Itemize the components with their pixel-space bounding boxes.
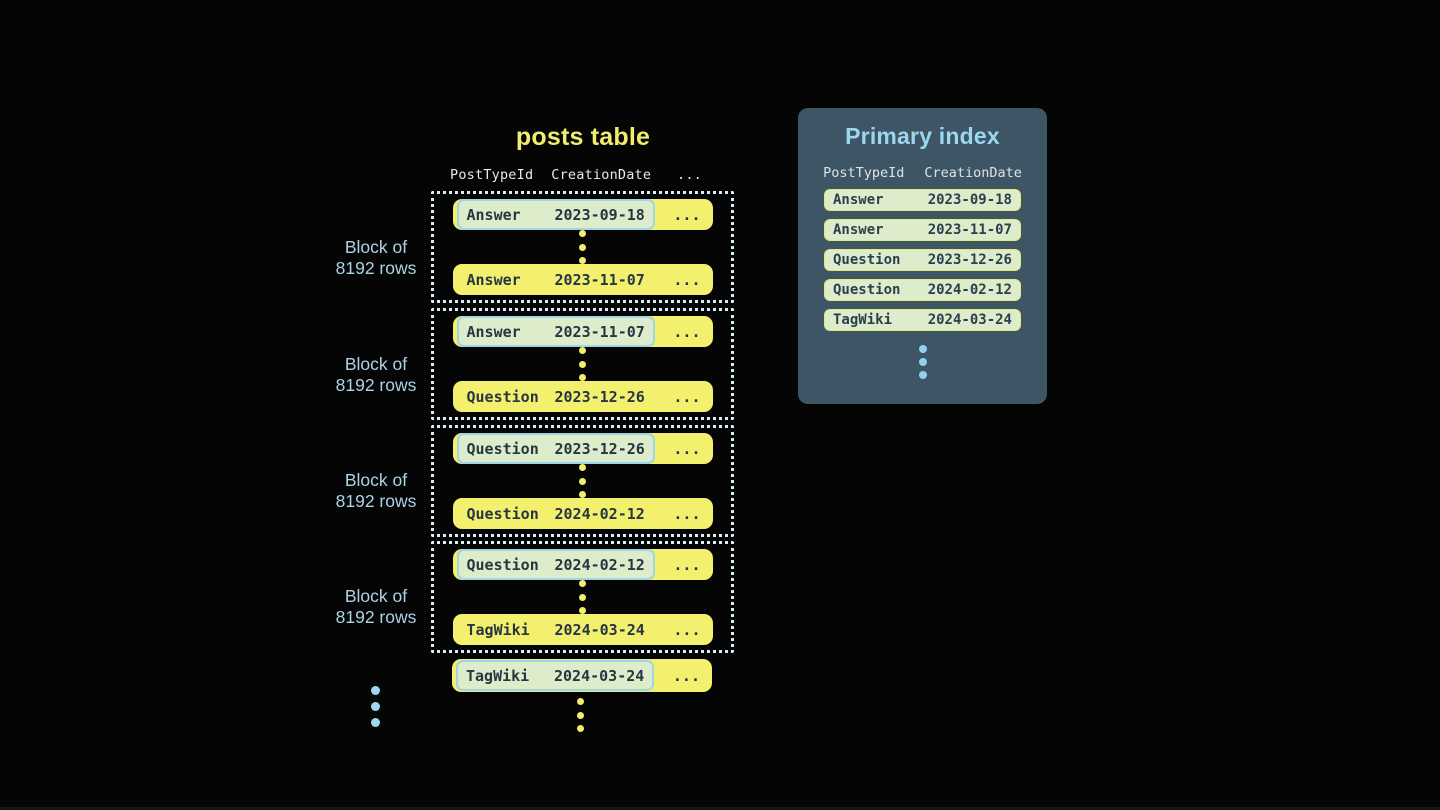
indexed-row-highlight: Answer 2023-09-18 bbox=[456, 199, 655, 230]
cell-creationdate: 2023-09-18 bbox=[927, 192, 1012, 208]
block-label-line1: Block of bbox=[344, 237, 408, 257]
table-row: Question 2023-12-26 ... bbox=[452, 433, 713, 464]
block-label-line2: 8192 rows bbox=[335, 375, 417, 395]
cell-creationdate: 2023-11-07 bbox=[554, 270, 645, 289]
index-entry: Question 2024-02-12 bbox=[824, 279, 1021, 301]
block-label-line2: 8192 rows bbox=[335, 491, 417, 511]
cell-creationdate: 2024-02-12 bbox=[927, 282, 1012, 298]
cell-ellipsis: ... bbox=[672, 666, 700, 685]
row-cells: Question 2023-12-26 bbox=[457, 381, 655, 412]
vertical-ellipsis-dots bbox=[577, 698, 584, 732]
posts-block-1: Answer 2023-09-18 ... Answer 2023-11-07 … bbox=[431, 191, 734, 303]
vertical-ellipsis-dots bbox=[579, 580, 586, 614]
block-label-line1: Block of bbox=[344, 354, 408, 374]
indexed-row-highlight: Question 2023-12-26 bbox=[456, 433, 655, 464]
index-entry: Answer 2023-11-07 bbox=[824, 219, 1021, 241]
table-row: Question 2024-02-12 ... bbox=[452, 498, 713, 529]
primary-index-panel: Primary index PostTypeId CreationDate An… bbox=[798, 108, 1047, 404]
column-header-ellipsis: ... bbox=[677, 167, 702, 183]
table-row: Answer 2023-09-18 ... bbox=[452, 199, 713, 230]
cell-creationdate: 2024-03-24 bbox=[927, 312, 1012, 328]
cell-ellipsis: ... bbox=[673, 620, 701, 639]
bottom-edge-strip bbox=[0, 807, 1440, 810]
cell-ellipsis: ... bbox=[673, 270, 701, 289]
table-row: Question 2024-02-12 ... bbox=[452, 549, 713, 580]
cell-posttypeid: TagWiki bbox=[833, 312, 893, 328]
cell-ellipsis: ... bbox=[673, 205, 701, 224]
cell-posttypeid: Answer bbox=[833, 192, 884, 208]
cell-ellipsis: ... bbox=[673, 504, 701, 523]
column-header-creationdate: CreationDate bbox=[924, 165, 1022, 181]
primary-index-column-headers: PostTypeId CreationDate bbox=[798, 165, 1047, 181]
vertical-ellipsis-dots bbox=[579, 347, 586, 381]
block-label-line2: 8192 rows bbox=[335, 607, 417, 627]
row-cells: Answer 2023-11-07 bbox=[457, 264, 655, 295]
posts-table-title: posts table bbox=[515, 123, 651, 151]
table-row-trailing: TagWiki 2024-03-24 ... bbox=[452, 659, 712, 692]
cell-ellipsis: ... bbox=[673, 322, 701, 341]
table-row: Question 2023-12-26 ... bbox=[452, 381, 713, 412]
vertical-ellipsis-dots bbox=[579, 230, 586, 264]
cell-creationdate: 2023-09-18 bbox=[554, 205, 645, 224]
block-label-line2: 8192 rows bbox=[335, 258, 417, 278]
vertical-ellipsis-dots-blocks bbox=[371, 686, 380, 727]
block-label-line1: Block of bbox=[344, 470, 408, 490]
cell-ellipsis: ... bbox=[673, 387, 701, 406]
block-label-line1: Block of bbox=[344, 586, 408, 606]
cell-creationdate: 2024-02-12 bbox=[554, 555, 645, 574]
table-row: TagWiki 2024-03-24 ... bbox=[452, 614, 713, 645]
cell-creationdate: 2024-03-24 bbox=[554, 666, 645, 685]
cell-posttypeid: TagWiki bbox=[466, 620, 530, 639]
indexed-row-highlight: TagWiki 2024-03-24 bbox=[456, 660, 655, 691]
column-header-posttypeid: PostTypeId bbox=[823, 165, 905, 181]
table-row: Answer 2023-11-07 ... bbox=[452, 264, 713, 295]
indexed-row-highlight: Answer 2023-11-07 bbox=[456, 316, 655, 347]
index-entry: TagWiki 2024-03-24 bbox=[824, 309, 1021, 331]
cell-creationdate: 2023-12-26 bbox=[927, 252, 1012, 268]
cell-posttypeid: TagWiki bbox=[466, 666, 530, 685]
cell-creationdate: 2024-03-24 bbox=[554, 620, 645, 639]
vertical-ellipsis-dots-index bbox=[918, 345, 927, 379]
primary-index-title: Primary index bbox=[845, 123, 1000, 149]
block-label-1: Block of 8192 rows bbox=[321, 237, 431, 279]
posts-block-4: Question 2024-02-12 ... TagWiki 2024-03-… bbox=[431, 541, 734, 653]
column-header-posttypeid: PostTypeId bbox=[450, 167, 534, 183]
index-entry: Question 2023-12-26 bbox=[824, 249, 1021, 271]
cell-posttypeid: Answer bbox=[833, 222, 884, 238]
cell-posttypeid: Question bbox=[466, 439, 539, 458]
cell-creationdate: 2023-11-07 bbox=[927, 222, 1012, 238]
cell-creationdate: 2023-11-07 bbox=[554, 322, 645, 341]
cell-posttypeid: Question bbox=[466, 387, 539, 406]
cell-posttypeid: Question bbox=[466, 555, 539, 574]
cell-ellipsis: ... bbox=[673, 555, 701, 574]
posts-block-2: Answer 2023-11-07 ... Question 2023-12-2… bbox=[431, 308, 734, 420]
cell-posttypeid: Answer bbox=[466, 270, 521, 289]
cell-posttypeid: Question bbox=[466, 504, 539, 523]
index-entry: Answer 2023-09-18 bbox=[824, 189, 1021, 211]
block-label-4: Block of 8192 rows bbox=[321, 586, 431, 628]
cell-creationdate: 2024-02-12 bbox=[554, 504, 645, 523]
cell-posttypeid: Answer bbox=[466, 322, 521, 341]
block-label-2: Block of 8192 rows bbox=[321, 354, 431, 396]
indexed-row-highlight: Question 2024-02-12 bbox=[456, 549, 655, 580]
vertical-ellipsis-dots bbox=[579, 464, 586, 498]
cell-creationdate: 2023-12-26 bbox=[554, 439, 645, 458]
table-row: Answer 2023-11-07 ... bbox=[452, 316, 713, 347]
row-cells: Question 2024-02-12 bbox=[457, 498, 655, 529]
row-cells: TagWiki 2024-03-24 bbox=[457, 614, 655, 645]
cell-posttypeid: Question bbox=[833, 282, 901, 298]
cell-posttypeid: Answer bbox=[466, 205, 521, 224]
block-label-3: Block of 8192 rows bbox=[321, 470, 431, 512]
cell-creationdate: 2023-12-26 bbox=[554, 387, 645, 406]
cell-ellipsis: ... bbox=[673, 439, 701, 458]
cell-posttypeid: Question bbox=[833, 252, 901, 268]
column-header-creationdate: CreationDate bbox=[551, 167, 652, 183]
posts-table-column-headers: PostTypeId CreationDate ... bbox=[450, 167, 702, 183]
posts-block-3: Question 2023-12-26 ... Question 2024-02… bbox=[431, 425, 734, 537]
